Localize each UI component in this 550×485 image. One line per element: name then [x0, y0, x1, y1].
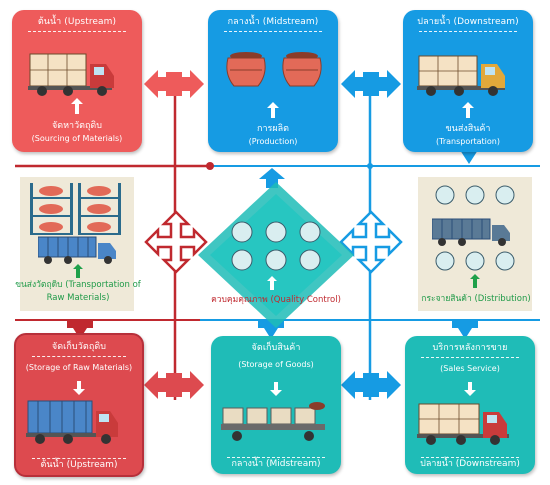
up-arrow-green-icon — [73, 264, 83, 278]
panel-label-th: จัดเก็บสินค้า — [251, 343, 301, 353]
panel-label-th: การผลิต — [257, 124, 289, 134]
panel-header: กลางน้ำ (Midstream) — [227, 17, 319, 27]
raw-material-transport-label: ขนส่งวัตถุดิบ (Transportation of Raw Mat… — [15, 280, 141, 303]
distribution-panel — [418, 177, 532, 311]
jars-top-icon — [435, 185, 515, 205]
double-arrow-blue-bottom — [341, 371, 401, 399]
down-arrow-icon — [270, 382, 282, 396]
raw-material-storage-panel: จัดเก็บวัตถุดิบ (Storage of Raw Material… — [14, 333, 144, 477]
downstream-transportation-panel: ปลายน้ำ (Downstream) ขนส่งสินค้า (Transp… — [403, 10, 533, 152]
junction-dot — [367, 163, 373, 169]
panel-footer: ต้นน้ำ (Upstream) — [40, 460, 118, 470]
panel-header: ต้นน้ำ (Upstream) — [37, 17, 117, 27]
midstream-production-panel: กลางน้ำ (Midstream) การผลิต (Production) — [208, 10, 338, 152]
container-truck-icon — [432, 218, 510, 246]
cart-icon — [221, 402, 325, 441]
panel-label-en: (Storage of Raw Materials) — [25, 363, 133, 372]
container-truck-icon — [38, 236, 116, 264]
up-arrow-icon — [462, 102, 474, 118]
panel-label-en: (Sales Service) — [440, 364, 500, 373]
truck-icon — [417, 55, 505, 96]
jars-bottom-icon — [435, 251, 515, 271]
up-arrow-icon — [267, 102, 279, 118]
truck-icon — [28, 53, 114, 96]
up-arrow-green-icon — [470, 274, 480, 288]
double-arrow-red-bottom — [144, 371, 204, 399]
double-arrow-red-top — [144, 70, 204, 98]
down-arrow-icon — [73, 381, 85, 395]
panel-label-th: จัดเก็บวัตถุดิบ — [51, 342, 107, 352]
down-arrow-blue-right-top — [460, 150, 478, 164]
goods-storage-panel: จัดเก็บสินค้า (Storage of Goods) กลางน้ำ… — [211, 336, 341, 474]
panel-footer: ปลายน้ำ (Downstream) — [420, 459, 520, 469]
quality-control-label: ควบคุมคุณภาพ (Quality Control) — [211, 295, 341, 305]
panel-label-th: จัดหาวัตถุดิบ — [51, 121, 102, 131]
double-arrow-blue-top — [341, 70, 401, 98]
truck-icon — [417, 403, 509, 445]
raw-material-transport-panel — [20, 177, 134, 311]
up-arrow-blue-center — [259, 168, 285, 188]
up-arrow-white-icon — [267, 276, 277, 290]
panel-label-en: (Storage of Goods) — [238, 360, 314, 369]
jar-icons — [231, 221, 321, 271]
down-arrow-blue-right — [452, 321, 478, 339]
shelf-icon — [30, 183, 121, 235]
panel-label-en: (Transportation) — [435, 137, 500, 146]
sales-service-panel: บริการหลังการขาย (Sales Service) ปลายน้ำ… — [405, 336, 535, 474]
upstream-sourcing-panel: ต้นน้ำ (Upstream) จัดหาวัตถุดิบ (Sourcin… — [12, 10, 142, 152]
four-way-arrow-blue — [339, 210, 403, 274]
container-truck-icon — [26, 400, 118, 444]
up-arrow-icon — [71, 98, 83, 114]
four-way-arrow-red — [144, 210, 208, 274]
distribution-label: กระจายสินค้า (Distribution) — [421, 294, 531, 304]
down-arrow-icon — [464, 382, 476, 396]
pot-icons — [226, 52, 322, 87]
panel-label-th: ขนส่งสินค้า — [445, 124, 491, 134]
panel-header: ปลายน้ำ (Downstream) — [417, 17, 519, 27]
panel-label-th: บริการหลังการขาย — [432, 343, 508, 353]
down-arrow-red-left — [67, 321, 93, 339]
panel-label-en: (Production) — [248, 137, 298, 146]
panel-label-en: (Sourcing of Materials) — [31, 134, 123, 143]
panel-footer: กลางน้ำ (Midstream) — [231, 459, 321, 469]
junction-dot — [206, 162, 214, 170]
